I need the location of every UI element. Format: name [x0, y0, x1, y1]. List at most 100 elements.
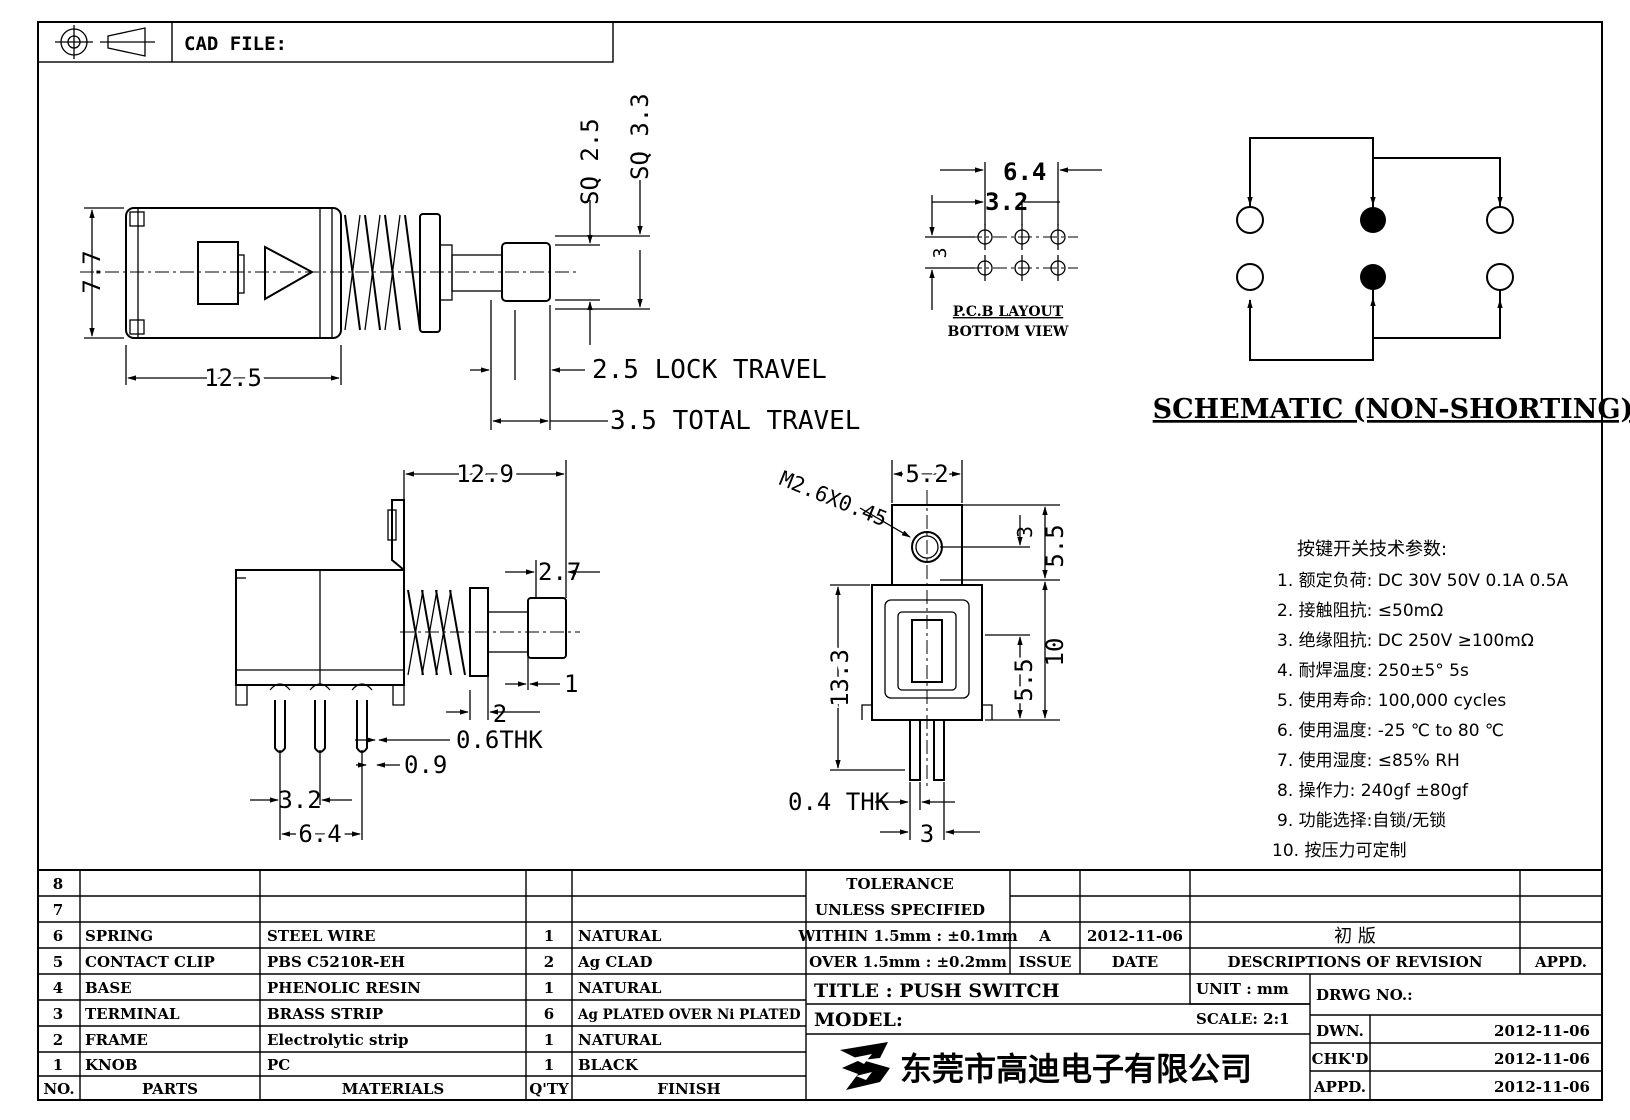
issue-value: A	[1038, 927, 1051, 945]
bom-row-finish: Ag PLATED OVER Ni PLATED	[577, 1007, 801, 1023]
spec-item: 9. 功能选择:自锁/无锁	[1277, 811, 1446, 831]
spec-item: 10. 按压力可定制	[1272, 841, 1406, 861]
dim-total-travel: 3.5 TOTAL TRAVEL	[610, 406, 860, 436]
dim-7-7: 7.7	[78, 250, 106, 293]
drawing-title: TITLE : PUSH SWITCH	[814, 980, 1060, 1002]
dim-sq-2-5: SQ 2.5	[576, 118, 604, 205]
dim-5-2: 5.2	[905, 460, 948, 488]
bom-header-parts: PARTS	[142, 1080, 198, 1098]
spec-item: 7. 使用湿度: ≤85% RH	[1277, 750, 1460, 771]
bom-row-finish: BLACK	[578, 1056, 639, 1074]
appd2-label: APPD.	[1313, 1078, 1366, 1096]
dim-13-3: 13.3	[826, 649, 854, 707]
bom-row-finish: Ag CLAD	[577, 953, 652, 971]
dim-3-2-side: 3.2	[278, 786, 321, 814]
bom-row-qty: 1	[544, 927, 554, 945]
bom-row-qty: 1	[544, 1056, 554, 1074]
tolerance-within: WITHIN 1.5mm : ±0.1mm	[797, 927, 1018, 945]
dim-3-pcb: 3	[930, 248, 951, 259]
bom-row-part: SPRING	[85, 927, 153, 945]
dim-2: 2	[493, 700, 507, 728]
tolerance-over: OVER 1.5mm : ±0.2mm	[809, 953, 1007, 971]
bom-row-material: PC	[267, 1056, 290, 1074]
bom-header-materials: MATERIALS	[342, 1080, 445, 1098]
bom-row-no: 5	[53, 953, 63, 971]
issue-date-value: 2012-11-06	[1087, 927, 1183, 945]
spec-item: 2. 接触阻抗: ≤50mΩ	[1277, 601, 1443, 621]
bom-row-part: KNOB	[85, 1056, 138, 1074]
company-name: 东莞市高迪电子有限公司	[900, 1050, 1252, 1088]
bom-row-no: 1	[53, 1056, 63, 1074]
bom-header-no: NO.	[43, 1080, 74, 1098]
dim-5-5-front-top: 5.5	[1041, 524, 1069, 567]
bom-row-material: PHENOLIC RESIN	[267, 979, 421, 997]
bom-row-material: PBS C5210R-EH	[267, 953, 405, 971]
bom-row-finish: NATURAL	[578, 979, 662, 997]
bom-row-part: CONTACT CLIP	[85, 953, 215, 971]
bom-row-finish: NATURAL	[578, 927, 662, 945]
bom-header-finish: FINISH	[657, 1080, 720, 1098]
bom-row-qty: 1	[544, 979, 554, 997]
bom-row-material: STEEL WIRE	[267, 927, 375, 945]
dim-10: 10	[1041, 638, 1069, 667]
bom-row-no: 2	[53, 1031, 63, 1049]
bom-row-qty: 2	[544, 953, 554, 971]
dim-6-4-pcb: 6.4	[1003, 158, 1046, 186]
top-view: 7.7 12.5 SQ 2.5 SQ 3.3 2.5 LOCK TRAVEL 3…	[78, 93, 860, 436]
tolerance-label: TOLERANCE	[846, 875, 953, 893]
spec-item: 6. 使用温度: -25 ℃ to 80 ℃	[1277, 720, 1504, 741]
schematic-title: SCHEMATIC (NON-SHORTING)	[1153, 394, 1630, 425]
projection-symbol-icon	[55, 25, 155, 59]
dim-lock-travel: 2.5 LOCK TRAVEL	[592, 355, 827, 385]
bom-row-part: BASE	[85, 979, 132, 997]
dim-3-front-bottom: 3	[920, 820, 934, 848]
dim-3-2-pcb: 3.2	[985, 188, 1028, 216]
spec-item: 1. 额定负荷: DC 30V 50V 0.1A 0.5A	[1277, 571, 1569, 591]
dim-0-6-thk: 0.6THK	[456, 726, 543, 754]
model-label: MODEL:	[814, 1009, 903, 1031]
bom-row-no: 7	[53, 901, 63, 919]
spec-item: 4. 耐焊温度: 250±5° 5s	[1277, 661, 1469, 681]
scale-label: SCALE: 2:1	[1196, 1010, 1290, 1028]
dim-5-5-front-low: 5.5	[1010, 658, 1038, 701]
spec-list: 按键开关技术参数: 1. 额定负荷: DC 30V 50V 0.1A 0.5A …	[1272, 539, 1569, 861]
dwn-date: 2012-11-06	[1494, 1022, 1590, 1040]
dim-12-9: 12.9	[456, 460, 514, 488]
bom-row-material: Electrolytic strip	[267, 1031, 409, 1049]
drawing-number-label: DRWG NO.:	[1316, 986, 1413, 1004]
bom-row-qty: 6	[544, 1005, 554, 1023]
sheet-border	[37, 21, 1603, 1101]
issue-label: ISSUE	[1019, 953, 1072, 971]
bom-row-qty: 1	[544, 1031, 554, 1049]
pcb-layout: 6.4 3.2 3 P.C.B LAYOUT BOTTOM VIEW	[925, 158, 1102, 340]
bom-row-part: FRAME	[85, 1031, 148, 1049]
chkd-label: CHK'D	[1312, 1050, 1369, 1068]
revision-description: 初 版	[1334, 926, 1376, 947]
company-logo-icon	[840, 1042, 890, 1090]
pcb-layout-title: P.C.B LAYOUT	[953, 304, 1064, 320]
dim-0-9: 0.9	[404, 751, 447, 779]
dim-1: 1	[564, 670, 578, 698]
dim-6-4-side: 6.4	[298, 820, 341, 848]
cad-file-label: CAD FILE:	[184, 33, 287, 55]
dim-12-5: 12.5	[204, 364, 262, 392]
bom-row-no: 6	[53, 927, 63, 945]
side-view: 12.9 2.7 1 2 0.6THK 0.9 3.2 6.4	[235, 456, 600, 852]
spec-item: 8. 操作力: 240gf ±80gf	[1277, 781, 1469, 801]
chkd-date: 2012-11-06	[1494, 1050, 1590, 1068]
front-view: 5.2 M2.6X0.45 3 5.5 13.3 10 5.5 0.4 THK …	[776, 456, 1069, 848]
schematic: SCHEMATIC (NON-SHORTING)	[1153, 137, 1630, 425]
dim-2-7: 2.7	[538, 558, 581, 586]
dim-0-4-thk: 0.4 THK	[788, 788, 890, 816]
title-block: TOLERANCE UNLESS SPECIFIED WITHIN 1.5mm …	[797, 870, 1602, 1100]
date-label: DATE	[1112, 953, 1158, 971]
bom-row-finish: NATURAL	[578, 1031, 662, 1049]
spec-item: 5. 使用寿命: 100,000 cycles	[1277, 690, 1506, 711]
bom-row-no: 8	[53, 875, 63, 893]
bom-row-no: 4	[53, 979, 63, 997]
bom-table: 8 7 6 SPRING STEEL WIRE 1 NATURAL 5 CONT…	[38, 869, 1602, 1100]
appd-date: 2012-11-06	[1494, 1078, 1590, 1096]
tolerance-unless: UNLESS SPECIFIED	[815, 901, 985, 919]
pcb-bottom-view: BOTTOM VIEW	[948, 324, 1069, 340]
